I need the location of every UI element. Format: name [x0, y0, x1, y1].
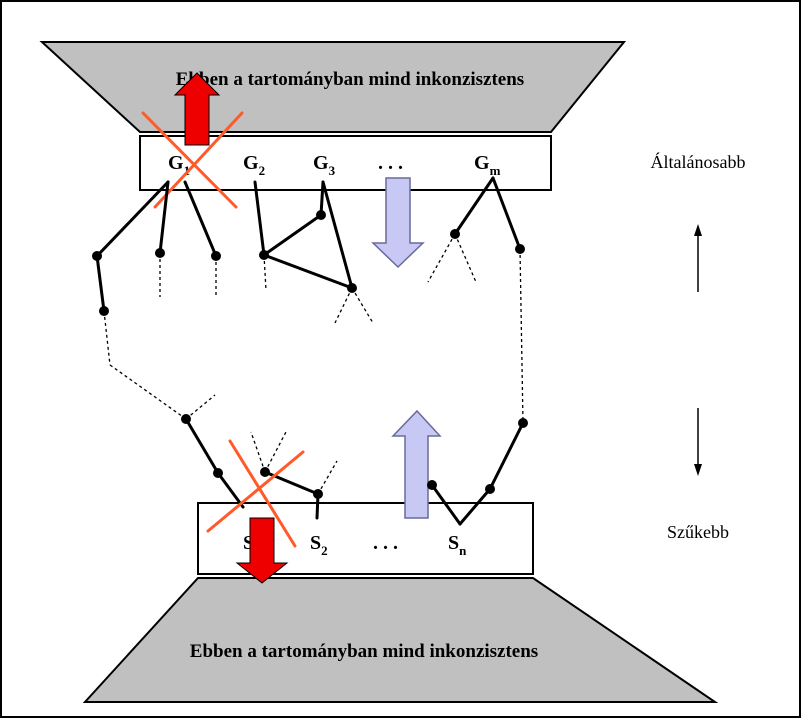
red-arrow-down	[235, 517, 289, 584]
top-region-label: Ebben a tartományban mind inkonzisztens	[176, 69, 524, 90]
lattice-dashed-edges	[103, 233, 524, 495]
s2-label: S2	[310, 532, 328, 558]
s1-cross-mark	[206, 439, 305, 548]
specific-direction-arrow	[694, 408, 702, 476]
gm-label: Gm	[474, 152, 501, 178]
red-arrow-up	[173, 72, 221, 146]
sn-label: Sn	[448, 532, 467, 558]
general-direction-arrow	[694, 224, 702, 292]
lattice-solid-edges	[95, 176, 525, 526]
g2-label: G2	[243, 152, 265, 178]
bottom-inconsistent-region	[82, 577, 719, 703]
g1-cross-mark	[141, 111, 244, 209]
g3-label: G3	[313, 152, 336, 178]
general-side-label: Általánosabb	[651, 151, 746, 172]
lavender-arrow-up	[391, 409, 442, 519]
bottom-region-label: Ebben a tartományban mind inkonzisztens	[190, 641, 538, 662]
lattice-nodes	[92, 210, 528, 499]
s-dots: . . .	[373, 532, 398, 554]
lavender-arrow-down	[371, 177, 425, 269]
specific-side-label: Szűkebb	[667, 522, 729, 542]
g-dots: . . .	[378, 152, 403, 174]
